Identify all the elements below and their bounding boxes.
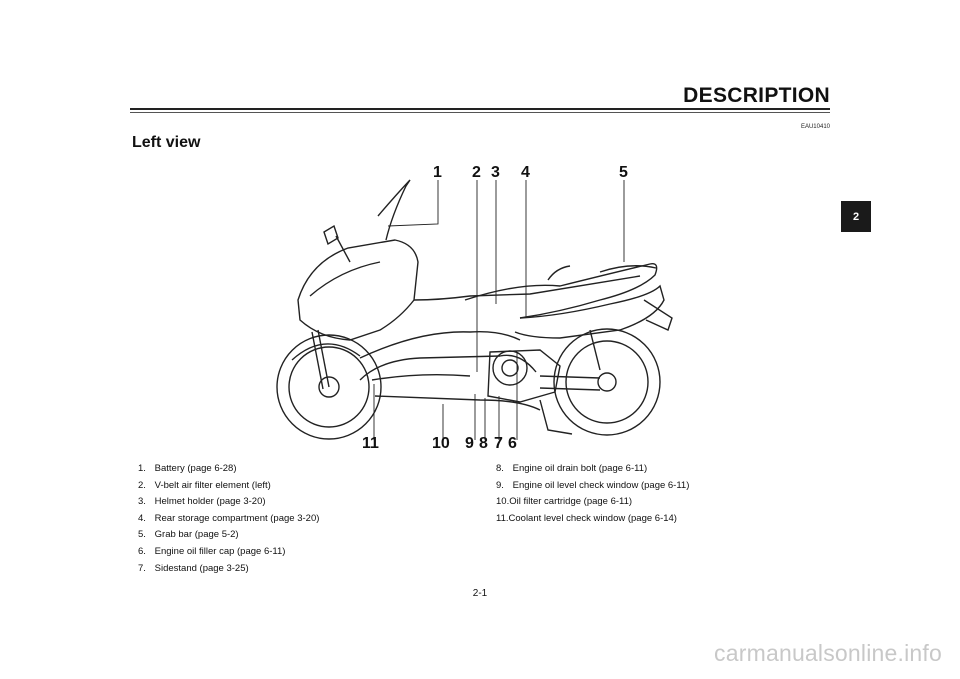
- list-item: 5. Grab bar (page 5-2): [138, 529, 239, 541]
- chapter-tab: 2: [841, 201, 871, 232]
- list-item: 11.Coolant level check window (page 6-14…: [496, 512, 677, 524]
- list-item: 1. Battery (page 6-28): [138, 463, 237, 474]
- header-rule: [130, 108, 830, 110]
- page-number: 2-1: [472, 588, 488, 599]
- callout-7: 7: [494, 435, 503, 452]
- list-item: 4. Rear storage compartment (page 3-20): [138, 512, 320, 524]
- header-rule-thin: [130, 112, 830, 113]
- section-title: Left view: [132, 134, 201, 151]
- section-code: EAU10410: [800, 124, 830, 130]
- list-item: 8. Engine oil drain bolt (page 6-11): [496, 463, 648, 474]
- callout-4: 4: [521, 164, 530, 181]
- callout-9: 9: [465, 435, 474, 452]
- callout-6: 6: [508, 435, 517, 452]
- watermark: carmanualsonline.info: [714, 640, 942, 666]
- list-item: 6. Engine oil filler cap (page 6-11): [138, 545, 286, 557]
- list-item: 7. Sidestand (page 3-25): [138, 562, 249, 574]
- callout-8: 8: [479, 435, 488, 452]
- callout-2: 2: [472, 164, 481, 181]
- list-item: 2. V-belt air filter element (left): [138, 479, 271, 491]
- callout-11: 11: [362, 435, 379, 452]
- callout-3: 3: [491, 164, 500, 181]
- header-title: DESCRIPTION: [683, 84, 830, 107]
- list-item: 3. Helmet holder (page 3-20): [138, 496, 266, 508]
- callout-5: 5: [619, 164, 628, 181]
- list-item: 9. Engine oil level check window (page 6…: [496, 479, 690, 491]
- parts-list-right: 8. Engine oil drain bolt (page 6-11) 9. …: [496, 461, 689, 527]
- callout-1: 1: [433, 164, 442, 181]
- callout-10: 10: [432, 435, 450, 452]
- callout-numbers: 1 2 3 4 5 6 7 8 9 10 11: [260, 160, 700, 460]
- parts-list-left: 1. Battery (page 6-28) 2. V-belt air fil…: [138, 461, 319, 577]
- list-item: 10.Oil filter cartridge (page 6-11): [496, 496, 633, 508]
